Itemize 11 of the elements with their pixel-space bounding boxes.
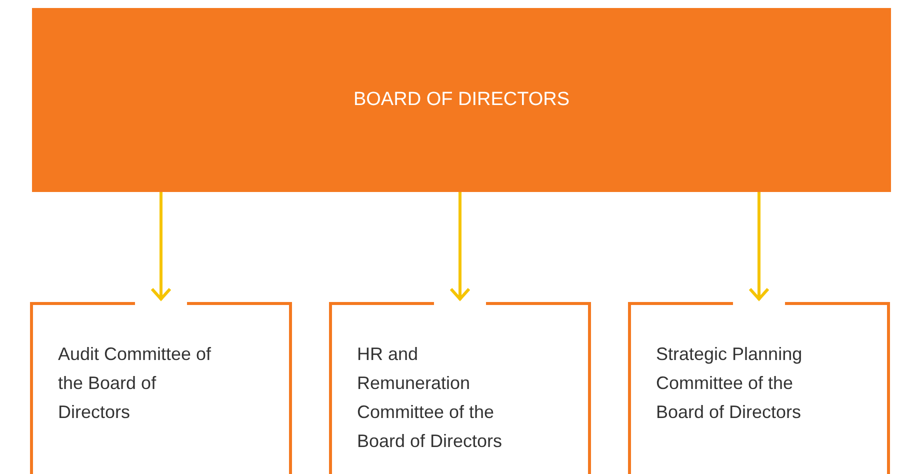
committee-name: HR and Remuneration Committee of the Board of Directors — [357, 343, 504, 453]
committee-box — [628, 302, 890, 474]
arrow — [450, 192, 470, 300]
board-box — [32, 8, 891, 192]
board-title: BOARD OF DIRECTORS — [353, 89, 570, 111]
committee-name: Audit Committee of the Board of Directors — [58, 343, 212, 424]
committee-name: Strategic Planning Committee of the Board of Directors — [656, 343, 804, 424]
committee-box — [329, 302, 591, 474]
committee-box — [30, 302, 292, 474]
arrow — [748, 192, 770, 300]
arrow — [150, 192, 172, 300]
